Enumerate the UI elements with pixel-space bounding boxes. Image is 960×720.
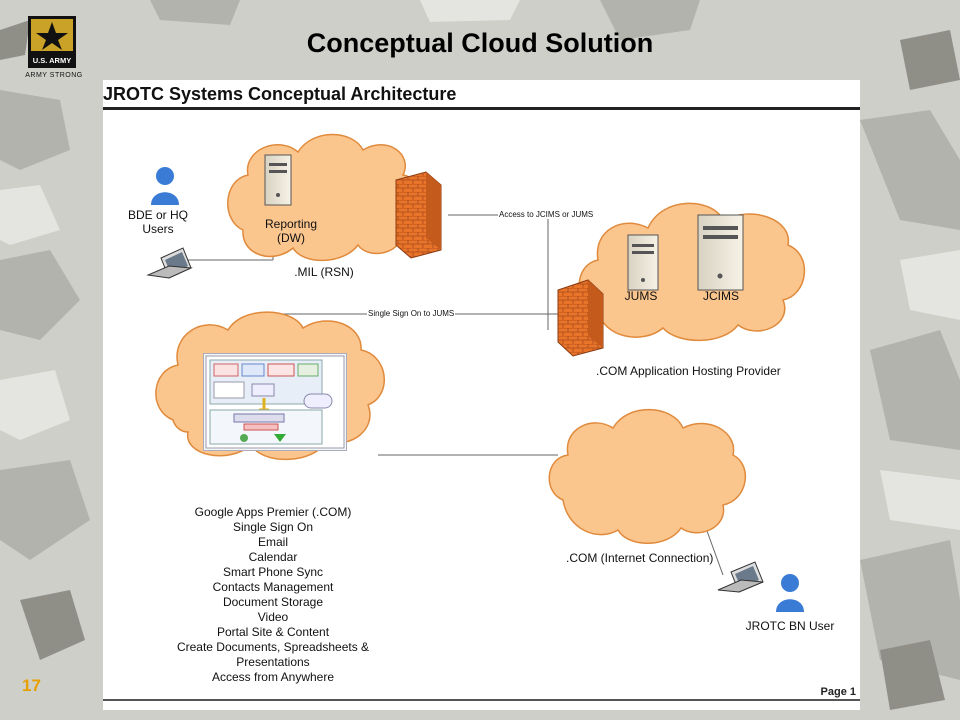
reporting-line1: Reporting — [264, 217, 318, 231]
google-apps-architecture-thumbnail — [203, 353, 347, 451]
bde-user-icon — [151, 167, 179, 205]
bn-user-icon — [776, 574, 804, 612]
com-firewall-icon — [557, 279, 604, 357]
page-label: Page 1 — [820, 686, 856, 698]
bde-users-label: BDE or HQ — [123, 208, 193, 222]
jcims-label: JCIMS — [703, 289, 739, 303]
jums-label: JUMS — [624, 289, 658, 303]
mil-firewall-icon — [395, 171, 442, 259]
feature-item: Single Sign On — [232, 520, 314, 534]
diagram-panel: JROTC Systems Conceptual Architecture — [103, 80, 860, 710]
army-strong-tagline: ARMY STRONG — [25, 72, 83, 79]
feature-item: Document Storage — [222, 595, 324, 609]
reporting-line2: (DW) — [277, 231, 305, 245]
jcims-server-icon — [697, 214, 744, 291]
diagram-title: JROTC Systems Conceptual Architecture — [103, 84, 457, 104]
feature-item: Google Apps Premier (.COM) — [194, 505, 352, 519]
feature-item: Presentations — [236, 655, 310, 669]
bde-laptop-icon — [146, 247, 193, 279]
com-hosting-cloud — [578, 202, 805, 342]
internet-cloud — [548, 408, 747, 544]
feature-item: Contacts Management — [212, 580, 334, 594]
title-divider — [103, 107, 860, 110]
sso-connection-label: Single Sign On to JUMS — [367, 309, 456, 318]
internet-connection-label: .COM (Internet Connection) — [566, 551, 714, 565]
feature-item: Smart Phone Sync — [222, 565, 324, 579]
army-star-logo-icon: U.S. ARMY — [28, 16, 76, 68]
jums-server-icon — [627, 234, 659, 291]
feature-item: Video — [257, 610, 289, 624]
logo-text: U.S. ARMY — [33, 56, 71, 65]
feature-item: Email — [257, 535, 288, 549]
feature-item: Access from Anywhere — [211, 670, 335, 684]
slide-title: Conceptual Cloud Solution — [306, 28, 654, 58]
feature-item: Create Documents, Spreadsheets & — [176, 640, 370, 654]
google-apps-feature-list: Google Apps Premier (.COM) Single Sign O… — [163, 505, 383, 685]
bn-laptop-icon — [717, 561, 764, 593]
mil-cloud-label: .MIL (RSN) — [294, 265, 354, 279]
footer-divider — [103, 699, 860, 701]
feature-item: Calendar — [248, 550, 298, 564]
slide-page-number: 17 — [22, 676, 41, 695]
access-connection-label: Access to JCIMS or JUMS — [498, 210, 595, 219]
bn-user-label: JROTC BN User — [745, 619, 835, 633]
com-hosting-label: .COM Application Hosting Provider — [596, 364, 781, 378]
feature-item: Portal Site & Content — [216, 625, 330, 639]
bde-users-line1: BDE or HQ — [127, 208, 188, 222]
bde-users-line2: Users — [142, 222, 174, 236]
reporting-server-icon — [264, 154, 292, 206]
